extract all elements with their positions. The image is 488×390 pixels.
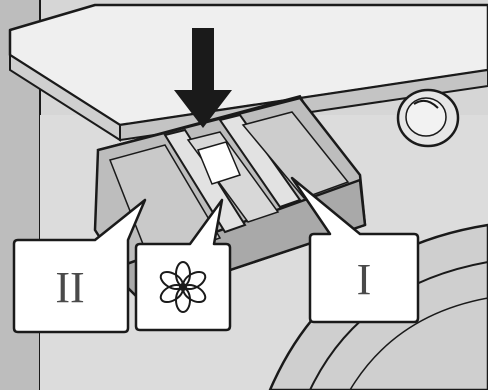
compartment-label-i: I [357, 255, 372, 304]
control-knob [398, 90, 458, 146]
compartment-label-ii: II [55, 263, 84, 312]
